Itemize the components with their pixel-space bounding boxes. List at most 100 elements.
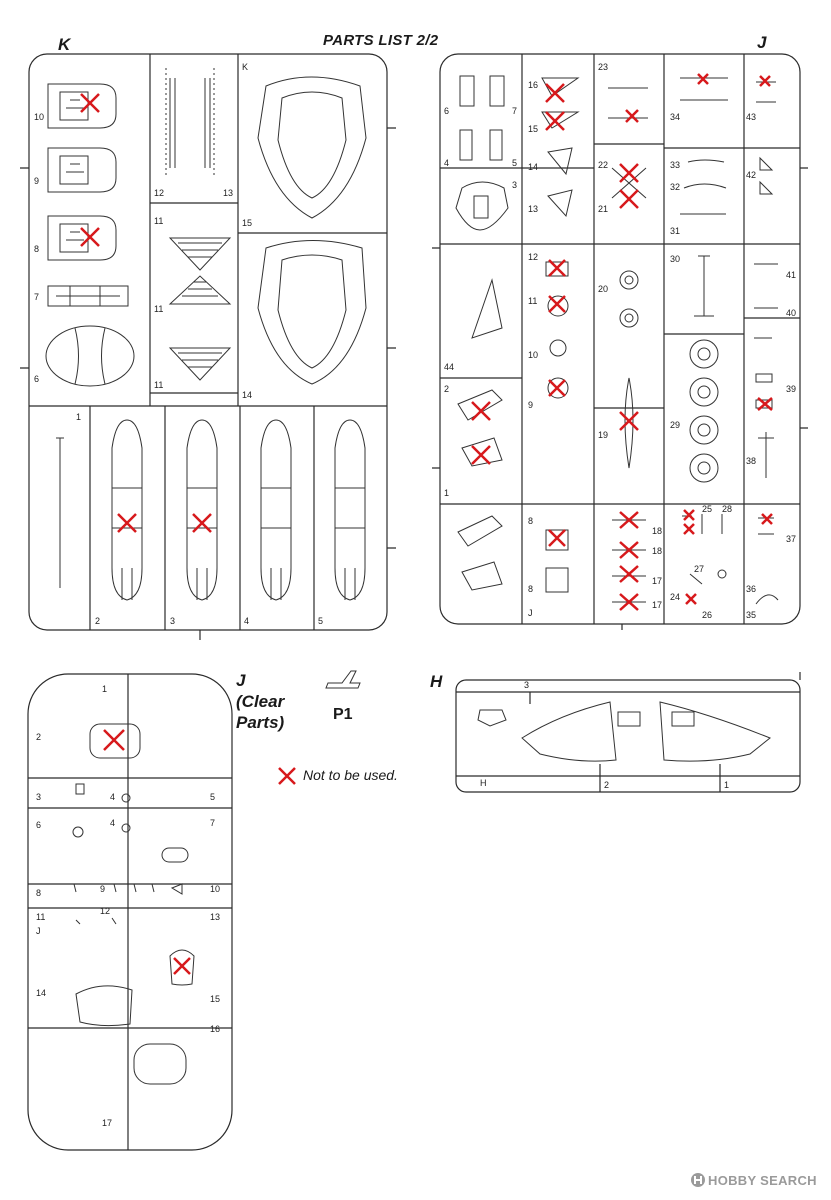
j-sprue-tag: J (528, 608, 533, 618)
h-part-3 (477, 709, 507, 727)
j-parts-8 (545, 529, 569, 593)
k-num: 2 (95, 616, 100, 626)
k-part-6 (45, 325, 135, 387)
j-num: 17 (652, 576, 662, 586)
j-parts-23-22-21 (608, 87, 648, 199)
clear-part-3 (75, 783, 85, 795)
page-title: PARTS LIST 2/2 (323, 32, 439, 49)
k-num: 10 (34, 112, 44, 122)
sprue-k-frame (28, 53, 388, 631)
j-num: 35 (746, 610, 756, 620)
j-parts-12-11-10-9 (545, 261, 569, 399)
watermark-text: HOBBY SEARCH (708, 1173, 817, 1188)
j-num: 17 (652, 600, 662, 610)
j-num: 6 (444, 106, 449, 116)
clear-num: 8 (36, 888, 41, 898)
k-num: 4 (244, 616, 249, 626)
clear-num: 13 (210, 912, 220, 922)
k-tank-4 (260, 419, 292, 601)
clear-caption-line1: (Clear (236, 692, 285, 711)
j-num: 32 (670, 182, 680, 192)
j-num: 8 (528, 584, 533, 594)
j-num: 2 (444, 384, 449, 394)
j-num: 43 (746, 112, 756, 122)
clear-part-10 (170, 883, 183, 895)
j-num: 41 (786, 270, 796, 280)
j-gear-legs-2-1 (457, 389, 503, 467)
j-parts-37-36-35 (755, 517, 779, 605)
j-parts-43-42 (756, 81, 776, 195)
clear-part-4 (121, 793, 131, 803)
j-num: 21 (598, 204, 608, 214)
k-shield-11a (168, 237, 232, 271)
j-num: 13 (528, 204, 538, 214)
clear-num: 7 (210, 818, 215, 828)
clear-part-2 (89, 723, 141, 759)
not-used-legend-mark (278, 767, 296, 785)
clear-part-15 (75, 985, 133, 1027)
j-num: 39 (786, 384, 796, 394)
h-num: 3 (524, 680, 529, 690)
k-tank-2 (111, 419, 143, 601)
j-num: 16 (528, 80, 538, 90)
j-part-44 (471, 278, 503, 339)
j-strut-30 (694, 255, 714, 317)
j-wheels-29 (689, 339, 719, 483)
k-num: 8 (34, 244, 39, 254)
clear-num: 2 (36, 732, 41, 742)
j-num: 26 (702, 610, 712, 620)
h-windscreen-left (521, 701, 617, 762)
j-num: 1 (444, 488, 449, 498)
j-num: 29 (670, 420, 680, 430)
k-pitot-1 (56, 437, 64, 588)
clear-num: 10 (210, 884, 220, 894)
j-num: 28 (722, 504, 732, 514)
clear-num: 4 (110, 792, 115, 802)
k-num: 9 (34, 176, 39, 186)
sprue-k-letter: K (58, 35, 71, 54)
k-not-used-8 (80, 227, 100, 247)
clear-num: 12 (100, 906, 110, 916)
j-fins-14-13 (547, 147, 573, 218)
j-num: 24 (670, 592, 680, 602)
j-parts-41-40-39-38 (754, 263, 778, 478)
j-num: 25 (702, 504, 712, 514)
k-num: 6 (34, 374, 39, 384)
sprue-h-letter: H (430, 672, 443, 691)
k-num: 5 (318, 616, 323, 626)
clear-sprue-caption: J (Clear Parts) (236, 670, 284, 733)
clear-sprue-tag: J (36, 926, 41, 936)
j-small-parts-6-7 (459, 75, 505, 107)
h-panel-b (671, 711, 695, 727)
clear-part-4b (121, 823, 131, 833)
k-not-used-10 (80, 93, 100, 113)
j-num: 5 (512, 158, 517, 168)
clear-num: 5 (210, 792, 215, 802)
j-num: 33 (670, 160, 680, 170)
k-tank-5 (334, 419, 366, 601)
h-num: 2 (604, 780, 609, 790)
k-num: 11 (154, 304, 163, 314)
j-probe-19 (624, 377, 634, 469)
k-shield-11b (168, 275, 232, 305)
k-sprue-tag: K (242, 62, 248, 72)
clear-num: 17 (102, 1118, 112, 1128)
j-num: 4 (444, 158, 449, 168)
clear-num: 15 (210, 994, 220, 1004)
k-canopy-frame-14 (257, 240, 367, 385)
sprue-j-clear: 1 2 3 4 5 6 4 7 8 9 12 10 11 13 14 15 16… (27, 673, 233, 1151)
j-num: 3 (512, 180, 517, 190)
j-part-3 (455, 181, 509, 231)
h-panel-a (617, 711, 641, 727)
clear-part-7 (161, 847, 189, 863)
legend-text: Not to be used. (303, 767, 398, 783)
j-num: 9 (528, 400, 533, 410)
clear-part-13 (169, 949, 195, 986)
j-num: 40 (786, 308, 796, 318)
clear-not-used-13 (173, 957, 191, 975)
j-num: 7 (512, 106, 517, 116)
k-shield-11c (168, 347, 232, 381)
clear-num: 3 (36, 792, 41, 802)
j-small-parts-4-5 (459, 129, 503, 161)
j-num: 18 (652, 546, 662, 556)
